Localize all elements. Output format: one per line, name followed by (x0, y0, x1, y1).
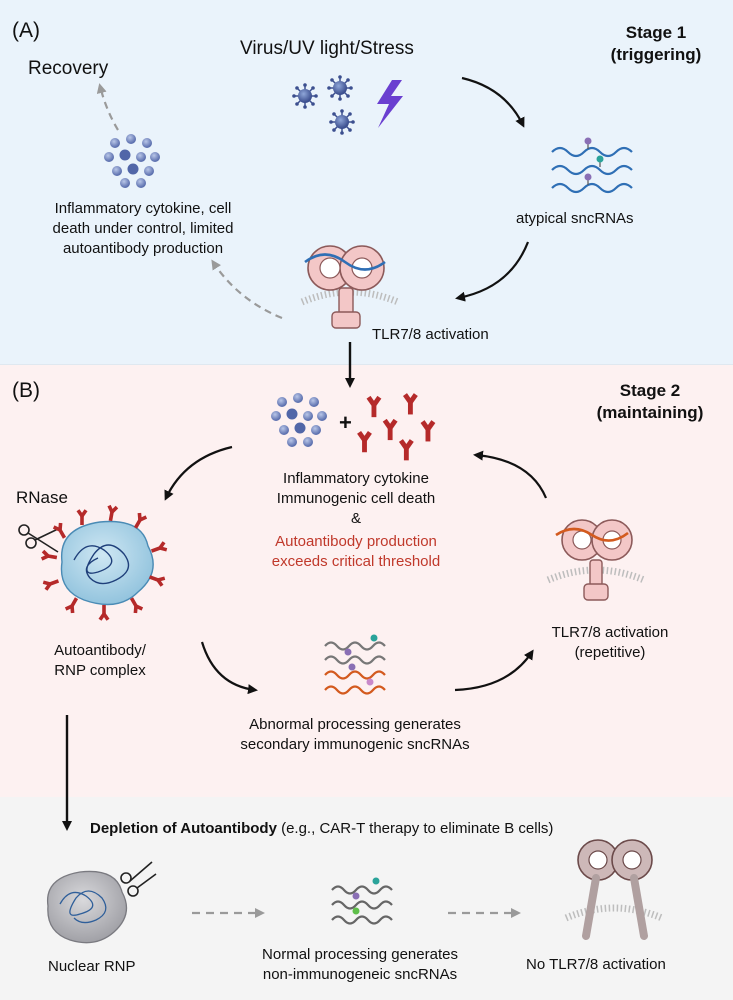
tlr-receptor-icon (302, 245, 398, 329)
autoantibody-icon (357, 393, 436, 461)
abnormal-line2: secondary immunogenic sncRNAs (240, 736, 470, 753)
virus-icon (328, 108, 356, 136)
depletion-label: Depletion of Autoantibody (e.g., CAR-T t… (90, 820, 553, 838)
normal-sncrna-icon (331, 877, 393, 925)
stage2-title: Stage 2 (619, 381, 681, 400)
normal-line2: non-immunogeneic sncRNAs (262, 966, 458, 983)
controlled-label-line2: death under control, limited (52, 220, 234, 237)
tlr-activation-label: TLR7/8 activation (372, 326, 489, 343)
virus-icon-group (291, 74, 356, 136)
no-tlr-label: No TLR7/8 activation (526, 956, 666, 973)
arrow-sncrna-to-tlr (455, 241, 530, 302)
center-line2: Immunogenic cell death (276, 490, 436, 507)
panel-b-label: (B) (12, 379, 40, 402)
controlled-label-line1: Inflammatory cytokine, cell (54, 200, 232, 217)
trigger-label: Virus/UV light/Stress (240, 38, 414, 59)
normal-line1: Normal processing generates (262, 946, 458, 963)
tlr-receptor-inactive-icon (566, 839, 662, 940)
center-line1: Inflammatory cytokine (283, 470, 429, 487)
arrow-complex-to-abnormal (200, 641, 258, 695)
tlr-receptor-repetitive-icon (548, 519, 644, 601)
scissors-icon (18, 524, 61, 553)
rnp-complex-icon (40, 504, 169, 621)
atypical-sncrna-icon (551, 137, 633, 194)
center-ampersand: & (350, 510, 361, 527)
recovery-label: Recovery (28, 58, 109, 79)
stage1-title: Stage 1 (625, 23, 687, 42)
cytokine-icon (271, 393, 327, 447)
secondary-sncrna-icon (324, 634, 386, 695)
arrow-center-to-complex (164, 445, 233, 501)
cytokine-icon (104, 134, 160, 188)
complex-label-line1: Autoantibody/ (54, 642, 146, 659)
virus-icon (291, 82, 319, 110)
atypical-sncrna-label: atypical sncRNAs (516, 210, 634, 227)
depletion-detail: (e.g., CAR-T therapy to eliminate B cell… (276, 820, 554, 837)
abnormal-line1: Abnormal processing generates (249, 716, 461, 733)
tlr-repetitive-line2: (repetitive) (574, 644, 646, 661)
nuclear-rnp-label: Nuclear RNP (48, 958, 136, 975)
nuclear-rnp-icon (46, 870, 128, 944)
scissors-icon (120, 861, 157, 897)
complex-label-line2: RNP complex (54, 662, 146, 679)
depletion-bold: Depletion of Autoantibody (90, 820, 277, 837)
stage1-subtitle: (triggering) (610, 45, 702, 64)
arrow-tlr-to-controlled (211, 259, 283, 320)
arrow-trigger-to-sncrna (461, 76, 525, 128)
center-red-line1: Autoantibody production (275, 533, 437, 550)
panel-a-label: (A) (12, 19, 40, 42)
virus-icon (326, 74, 354, 102)
tlr-repetitive-line1: TLR7/8 activation (551, 624, 669, 641)
controlled-label-line3: autoantibody production (62, 240, 224, 257)
arrow-tlr-to-center (473, 450, 548, 499)
rnase-label: RNase (16, 488, 68, 507)
arrow-abnormal-to-tlr (454, 649, 534, 692)
uv-lightning-icon (377, 80, 403, 128)
stage2-subtitle: (maintaining) (596, 403, 704, 422)
center-red-line2: exceeds critical threshold (271, 553, 441, 570)
arrow-controlled-to-recovery (96, 83, 119, 131)
plus-sign: + (339, 410, 352, 435)
